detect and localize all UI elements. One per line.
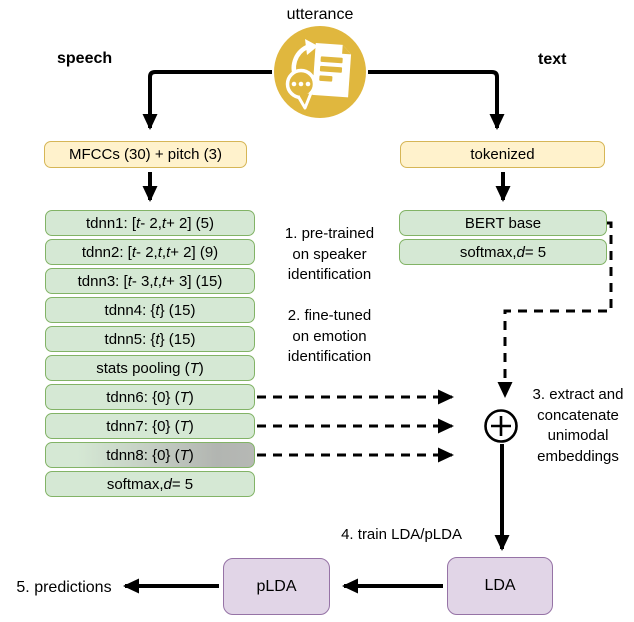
layer-bert-base: BERT base xyxy=(399,210,607,236)
layer-softmax-text: softmax, d = 5 xyxy=(399,239,607,265)
layer-tdnn5: tdnn5: {t} (15) xyxy=(45,326,255,352)
step3-annotation: 3. extract and concatenate unimodal embe… xyxy=(532,386,624,465)
dashed-arrow-bert-concat xyxy=(497,221,613,398)
layer-stats-pooling: stats pooling (T) xyxy=(45,355,255,381)
layer-tdnn6: tdnn6: {0} (T) xyxy=(45,384,255,410)
text-branch-label: text xyxy=(538,51,567,68)
utterance-icon xyxy=(272,24,368,120)
layer-tdnn8: tdnn8: {0} (T) xyxy=(45,442,255,468)
circled-plus-icon xyxy=(484,409,518,443)
utterance-label: utterance xyxy=(286,6,354,23)
step1-annotation: 1. pre-trained on speaker identification xyxy=(284,225,375,283)
tokenized-input-box: tokenized xyxy=(400,141,605,168)
step4-annotation: 4. train LDA/pLDA xyxy=(341,526,462,543)
mfcc-input-box: MFCCs (30) + pitch (3) xyxy=(44,141,247,168)
lda-box: LDA xyxy=(447,557,553,615)
arrow-utterance-text xyxy=(368,70,505,130)
speech-branch-label: speech xyxy=(57,50,113,67)
plda-box: pLDA xyxy=(223,558,330,615)
layer-tdnn1: tdnn1: [t - 2, t + 2] (5) xyxy=(45,210,255,236)
step2-annotation: 2. fine-tuned on emotion identification xyxy=(287,307,372,365)
step5-predictions-label: 5. predictions xyxy=(16,579,112,596)
arrow-utterance-speech xyxy=(142,70,272,130)
layer-tdnn3: tdnn3: [t - 3, t, t + 3] (15) xyxy=(45,268,255,294)
layer-softmax-speech: softmax, d = 5 xyxy=(45,471,255,497)
layer-tdnn7: tdnn7: {0} (T) xyxy=(45,413,255,439)
layer-tdnn4: tdnn4: {t} (15) xyxy=(45,297,255,323)
layer-tdnn2: tdnn2: [t - 2, t, t + 2] (9) xyxy=(45,239,255,265)
